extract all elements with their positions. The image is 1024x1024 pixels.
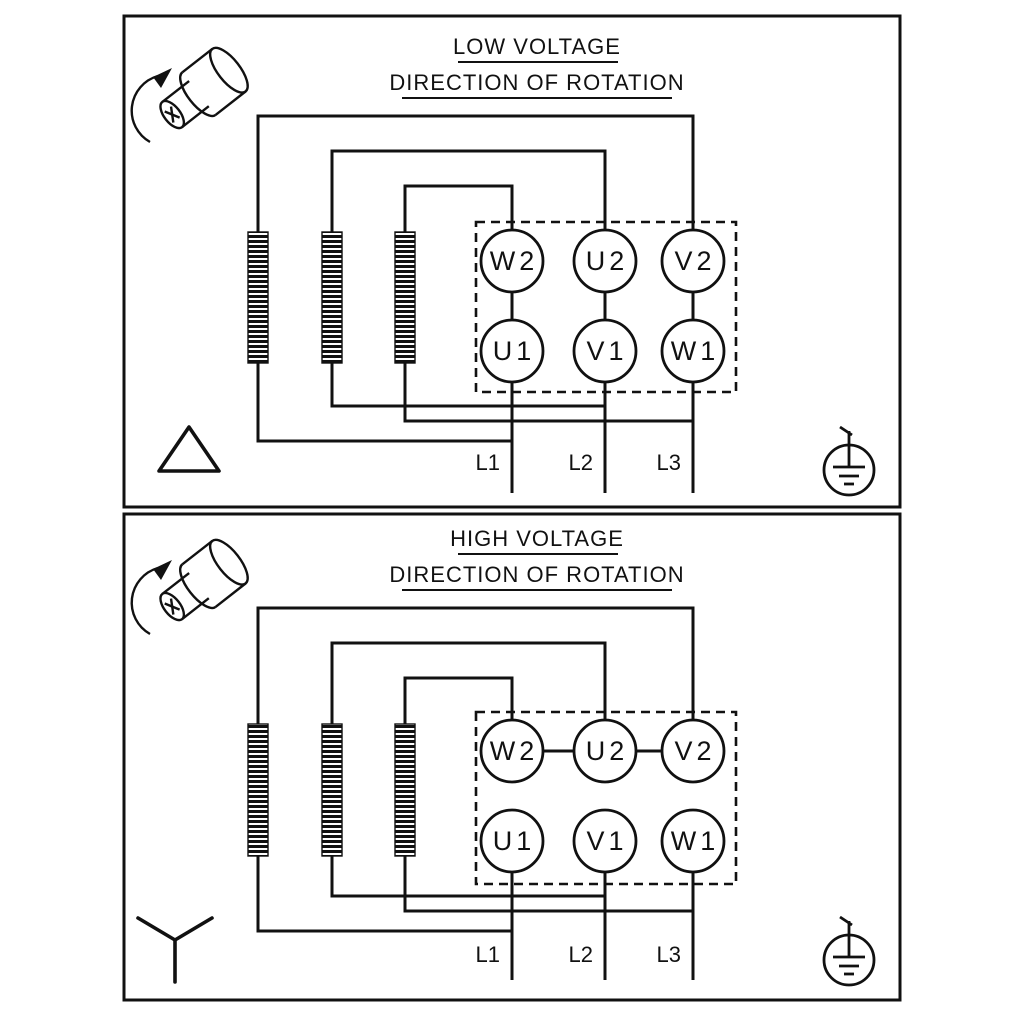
terminal-label: W1 [671,336,720,366]
wire-winding3-to-w1 [403,856,693,913]
terminal-v2 [660,718,726,784]
terminal-board-outline [474,710,738,886]
supply-line-label: L1 [476,942,500,967]
wire-winding1-to-v2 [256,114,695,232]
wire-winding3-to-w1 [403,363,693,423]
winding-coil-3 [394,231,416,364]
terminal-label: V2 [674,736,715,766]
shaft-body-line [214,90,247,116]
terminal-u1 [479,808,545,874]
panel-border-high [122,512,902,1002]
supply-line-label: L1 [476,450,500,475]
terminal-label: U1 [493,336,536,366]
terminal-label: V2 [674,246,715,276]
terminal-u2 [572,228,638,294]
terminal-label: U1 [493,826,536,856]
terminal-label: W2 [490,246,539,276]
wire-winding2-to-u2 [330,149,607,232]
terminal-u2 [572,718,638,784]
panel-border-low [122,14,902,509]
winding-coil-3 [394,723,416,857]
winding-coil-1 [247,231,269,364]
wire-winding1-to-u1 [256,363,512,443]
rotation-direction-icon [130,46,249,144]
shaft-stub-line [181,105,210,129]
earth-ground-icon [822,915,876,987]
star-arm-left [136,916,177,942]
rotation-arrow-head [153,560,172,580]
rotation-direction-icon [130,538,249,636]
panel-subtitle: DIRECTION OF ROTATION [389,70,684,95]
winding-coil-2 [321,723,343,857]
terminal-board-outline [474,220,738,394]
winding-coil-2 [321,231,343,364]
terminal-w1 [660,318,726,384]
terminal-label: U2 [586,736,629,766]
winding-coil-1 [247,723,269,857]
rotation-arrow-arc [130,566,159,636]
shaft-stub-line [161,572,190,595]
terminal-w1 [660,808,726,874]
terminal-v1 [572,318,638,384]
panel-title: HIGH VOLTAGE [450,526,624,551]
terminal-v2 [660,228,726,294]
delta-symbol [157,425,221,473]
star-symbol [136,916,214,984]
star-arm-right [173,916,214,942]
shaft-back-cap [179,71,217,118]
terminal-label: U2 [586,246,629,276]
shaft-stub-line [181,597,210,621]
wire-winding3-to-w2 [403,184,514,232]
panel-title: LOW VOLTAGE [453,34,621,59]
wire-winding1-to-u1 [256,856,512,933]
wire-winding2-to-v1 [330,363,605,408]
shaft-tip-cross [169,106,175,123]
rotation-arrow-arc [130,74,159,144]
shaft-front-cap [208,46,249,94]
wire-winding2-to-u2 [330,641,607,724]
ground-circle [822,443,876,497]
terminal-label: V1 [586,826,627,856]
shaft-back-cap [179,563,217,610]
wire-winding3-to-w2 [403,676,514,724]
ground-stem-tick [839,425,853,437]
terminal-w2 [479,718,545,784]
terminal-v1 [572,808,638,874]
shaft-body-line [181,48,214,74]
earth-ground-icon [822,425,876,497]
shaft-stub-line [161,80,190,103]
terminal-label: W2 [490,736,539,766]
supply-line-label: L2 [569,942,593,967]
shaft-body-line [214,582,247,608]
ground-stem-tick [839,915,853,927]
terminal-label: W1 [671,826,720,856]
wire-winding1-to-v2 [256,606,695,724]
terminal-u1 [479,318,545,384]
shaft-body-line [181,540,214,566]
shaft-tip-cross [169,598,175,615]
supply-line-label: L3 [657,450,681,475]
panel-low-voltage: LOW VOLTAGE DIRECTION OF ROTATION [122,14,902,509]
wire-winding2-to-v1 [330,856,605,898]
rotation-arrow-head [153,68,172,88]
shaft-front-cap [208,538,249,586]
supply-line-label: L3 [657,942,681,967]
supply-line-label: L2 [569,450,593,475]
panel-subtitle: DIRECTION OF ROTATION [389,562,684,587]
panel-high-voltage: HIGH VOLTAGE DIRECTION OF ROTATION [122,512,902,1002]
terminal-label: V1 [586,336,627,366]
terminal-w2 [479,228,545,294]
ground-circle [822,933,876,987]
